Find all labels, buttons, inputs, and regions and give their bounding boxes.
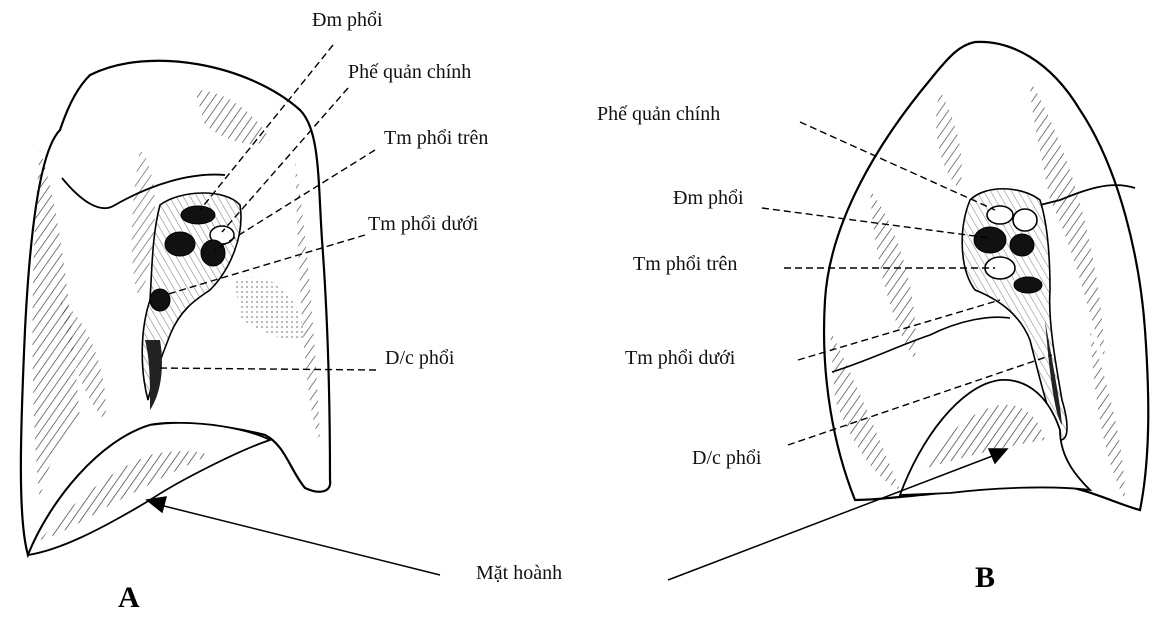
label-a-dm-phoi: Đm phổi bbox=[312, 10, 383, 30]
arrow-to-a bbox=[160, 505, 440, 575]
label-a-tm-phoi-duoi: Tm phổi dưới bbox=[368, 214, 478, 234]
label-b-dm-phoi: Đm phổi bbox=[673, 188, 744, 208]
arrow-head-a bbox=[147, 497, 166, 512]
panel-letter-b: B bbox=[975, 563, 995, 593]
label-mat-hoanh: Mặt hoành bbox=[476, 563, 562, 583]
arrow-to-b bbox=[668, 455, 995, 580]
label-b-tm-phoi-tren: Tm phổi trên bbox=[633, 254, 737, 274]
panel-letter-a: A bbox=[118, 583, 140, 613]
lung-a bbox=[21, 61, 330, 555]
lung-b bbox=[824, 42, 1148, 510]
label-a-phe-quan-chinh: Phế quản chính bbox=[348, 62, 471, 82]
label-a-tm-phoi-tren: Tm phổi trên bbox=[384, 128, 488, 148]
label-b-phe-quan-chinh: Phế quản chính bbox=[597, 104, 720, 124]
label-b-dc-phoi: D/c phổi bbox=[692, 448, 761, 468]
label-a-dc-phoi: D/c phổi bbox=[385, 348, 454, 368]
label-b-tm-phoi-duoi: Tm phổi dưới bbox=[625, 348, 735, 368]
